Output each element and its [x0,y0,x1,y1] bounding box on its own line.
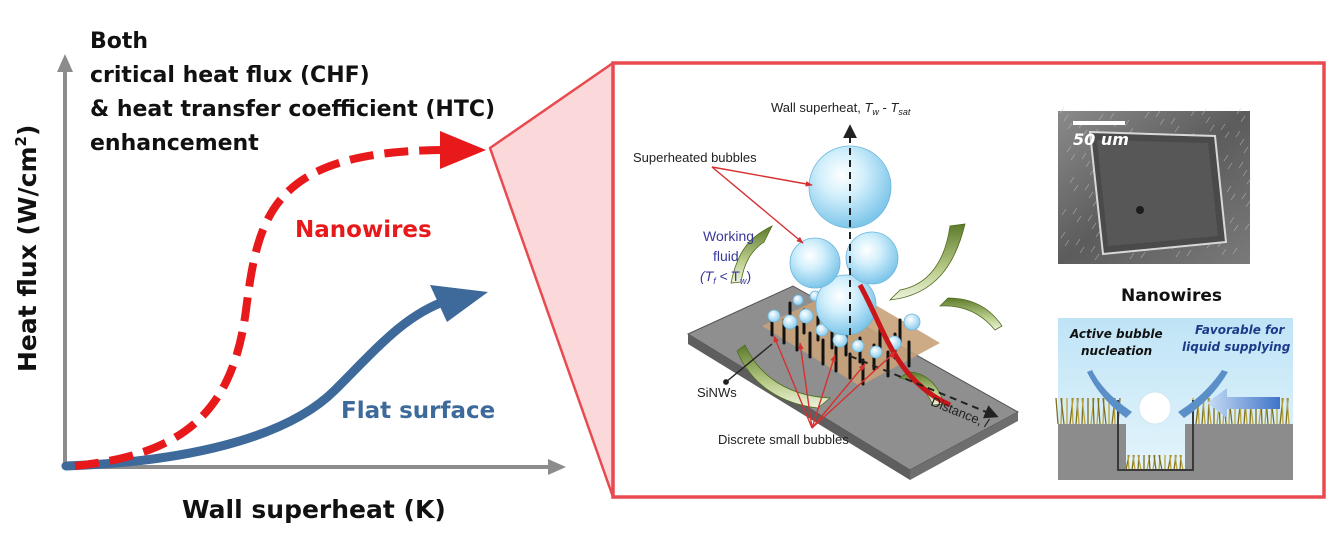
discrete-small-bubbles-label: Discrete small bubbles [718,432,849,447]
wall-superheat-label: Wall superheat, Tw - Tsat [771,100,911,117]
sem-pit-defect [1136,206,1144,214]
active-bubble-label-1: Active bubble [1069,327,1163,341]
active-bubble-label-2: nucleation [1081,344,1152,358]
sinw-boiling-schematic: Wall superheat, Tw - Tsat Superheated bu… [633,100,1020,480]
working-fluid-label-2: fluid [713,248,739,264]
favorable-label-1: Favorable for [1195,323,1285,337]
cross-section-substrate [1058,424,1293,480]
flat-surface-arrowhead [430,285,488,322]
liquid-supply-arrow-left [1087,370,1132,418]
cross-section-pit-outline [1117,400,1194,471]
sem-image: 50 um [1058,106,1252,264]
working-fluid-label-3: (Tf < Tw) [700,268,751,286]
flat-surface-curve [61,295,453,471]
x-axis-title: Wall superheat (K) [182,495,446,524]
superheated-bubble-mid-right [845,231,899,285]
flow-arrow-left [730,225,773,284]
y-axis-arrowhead [57,54,73,72]
sem-scale-label: 50 um [1073,130,1129,149]
working-fluid-label-1: Working [703,228,754,244]
x-axis-arrowhead [548,459,566,475]
annotation-leaders [711,166,896,429]
headline-line-2: critical heat flux (CHF) [90,63,370,88]
nucleating-bubble [1138,391,1172,425]
substrate-side [688,334,910,480]
discrete-small-bubbles [767,290,921,359]
headline-line-1: Both [90,29,148,54]
flat-surface-curve-label: Flat surface [341,398,495,424]
distance-axis [849,355,999,419]
nanowires-caption: Nanowires [1121,286,1222,306]
superheated-bubble-left [789,237,841,289]
sinws-label: SiNWs [697,385,737,400]
liquid-supply-arrow-right [1178,370,1228,418]
nanowire-cross-section: Active bubble nucleation Favorable for l… [1055,318,1293,480]
substrate-front [910,412,1018,480]
nanowires-arrowhead [440,131,486,169]
flow-arrow-back-right [938,297,1003,331]
favorable-label-2: liquid supplying [1182,340,1291,354]
y-axis-title: Heat flux (W/cm2) [12,125,42,372]
superheated-bubbles-label: Superheated bubbles [633,150,757,165]
boiling-curve-graph: Both critical heat flux (CHF) & heat tra… [12,29,566,524]
sem-pit-floor [1097,140,1218,246]
liquid-flow-arrow [1207,388,1280,418]
nanowires-curve [74,146,441,470]
headline-line-4: enhancement [90,131,259,156]
zoom-wedge [488,61,615,499]
nanowires-curve-label: Nanowires [295,217,432,243]
annotation-leader-black [723,343,773,385]
flow-arrow-right [888,223,966,301]
headline-line-3: & heat transfer coefficient (HTC) [90,97,495,122]
